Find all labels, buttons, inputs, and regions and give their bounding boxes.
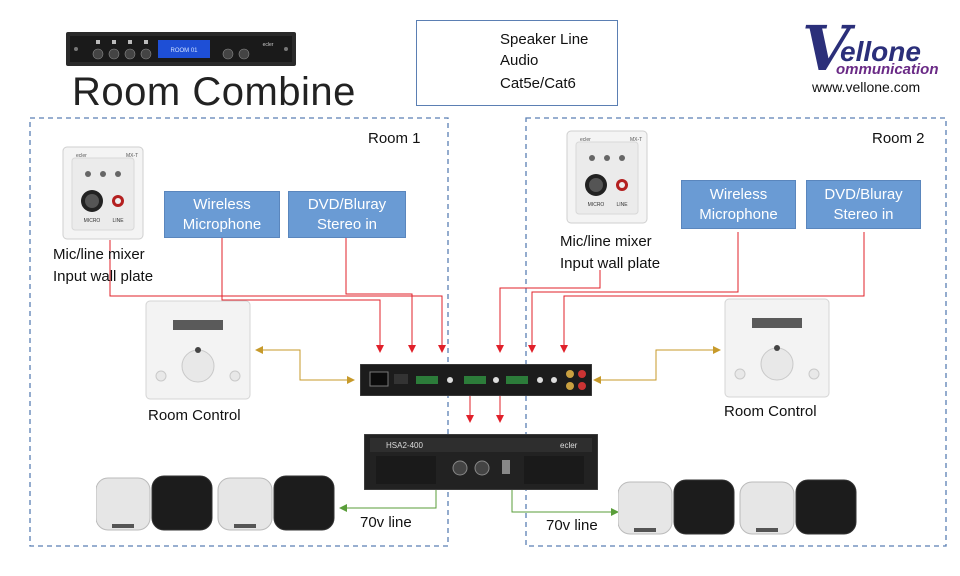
room-1-label: Room 1 bbox=[368, 130, 421, 147]
wall-plate-line-label: LINE bbox=[112, 218, 124, 224]
audio-line-r2-dvd bbox=[560, 232, 865, 353]
room-2-label: Room 2 bbox=[872, 130, 925, 147]
logo-name: ellone bbox=[840, 36, 921, 67]
room-1-border bbox=[29, 117, 449, 547]
wall-plate-micro-label: MICRO bbox=[84, 218, 101, 224]
dvd-r2-line1: DVD/Bluray bbox=[824, 185, 903, 203]
speaker-line-r2 bbox=[511, 488, 619, 516]
legend-audio-label: Audio bbox=[500, 52, 539, 69]
top-unit-display-text: ROOM 01 bbox=[170, 48, 198, 54]
speakers-room-2 bbox=[618, 479, 857, 535]
speakers-room-1 bbox=[96, 475, 335, 531]
wireless-mic-r1-line2: Microphone bbox=[182, 215, 262, 233]
amp-brand-text: ecler bbox=[560, 441, 578, 450]
wall-plate-room-1: ecler MX-T MICRO LINE bbox=[62, 146, 144, 240]
wireless-mic-box-r2: Wireless Microphone bbox=[681, 180, 796, 229]
wall-plate-caption-r2-line1: Mic/line mixer bbox=[560, 233, 652, 250]
audio-line-r1-wireless bbox=[221, 238, 384, 353]
logo-sub: ommunication bbox=[836, 61, 939, 78]
mixer-rear-panel bbox=[360, 364, 592, 396]
room-control-panel-r2 bbox=[724, 298, 830, 398]
room-control-panel-r1 bbox=[145, 300, 251, 400]
room-2-border bbox=[525, 117, 947, 547]
svg-text:MICRO: MICRO bbox=[588, 202, 605, 208]
room-control-caption-r1: Room Control bbox=[148, 407, 241, 424]
logo-url: www.vellone.com bbox=[812, 79, 921, 95]
svg-text:MX-T: MX-T bbox=[126, 153, 138, 159]
legend-cat-label: Cat5e/Cat6 bbox=[500, 75, 576, 92]
audio-line-r2-wallplate bbox=[496, 270, 601, 353]
wall-plate-caption-r2-line2: Input wall plate bbox=[560, 255, 661, 272]
svg-text:MX-T: MX-T bbox=[630, 137, 642, 143]
wall-plate-caption-r1-line1: Mic/line mixer bbox=[53, 246, 145, 263]
dvd-box-r1: DVD/Bluray Stereo in bbox=[288, 191, 406, 238]
wireless-mic-r2-line2: Microphone bbox=[699, 205, 778, 223]
cat-line-r2 bbox=[593, 346, 721, 384]
dvd-r1-line1: DVD/Bluray bbox=[307, 195, 387, 213]
line-caption-r1: 70v line bbox=[360, 514, 412, 531]
amplifier-front-panel: HSA2-400 ecler bbox=[364, 434, 598, 490]
legend-box bbox=[416, 20, 618, 106]
legend-speaker-label: Speaker Line bbox=[500, 31, 589, 48]
audio-line-r1-dvd bbox=[345, 238, 416, 353]
audio-line-r1-wallplate bbox=[109, 240, 446, 353]
wireless-mic-r1-line1: Wireless bbox=[193, 195, 251, 213]
amp-model-text: HSA2-400 bbox=[386, 441, 423, 450]
svg-text:ecler: ecler bbox=[580, 137, 591, 143]
logo-initial: V bbox=[802, 12, 851, 85]
dvd-r2-line2: Stereo in bbox=[833, 205, 894, 223]
svg-text:ecler: ecler bbox=[263, 42, 274, 48]
wall-plate-room-2: ecler MX-T MICRO LINE bbox=[566, 130, 648, 224]
room-control-caption-r2: Room Control bbox=[724, 403, 817, 420]
dvd-box-r2: DVD/Bluray Stereo in bbox=[806, 180, 921, 229]
line-caption-r2: 70v line bbox=[546, 517, 598, 534]
audio-line-r2-wireless bbox=[528, 232, 739, 353]
wall-plate-caption-r1-line2: Input wall plate bbox=[53, 268, 154, 285]
wireless-mic-r2-line1: Wireless bbox=[709, 185, 768, 203]
svg-text:LINE: LINE bbox=[616, 202, 628, 208]
top-rack-unit-image: ROOM 01 ecler bbox=[66, 32, 296, 66]
dvd-r1-line2: Stereo in bbox=[316, 215, 378, 233]
wireless-mic-box-r1: Wireless Microphone bbox=[164, 191, 280, 238]
speaker-line-r1 bbox=[339, 488, 437, 512]
page-title: Room Combine bbox=[72, 70, 356, 114]
cat-line-r1 bbox=[255, 346, 355, 384]
svg-text:ecler: ecler bbox=[76, 153, 87, 159]
